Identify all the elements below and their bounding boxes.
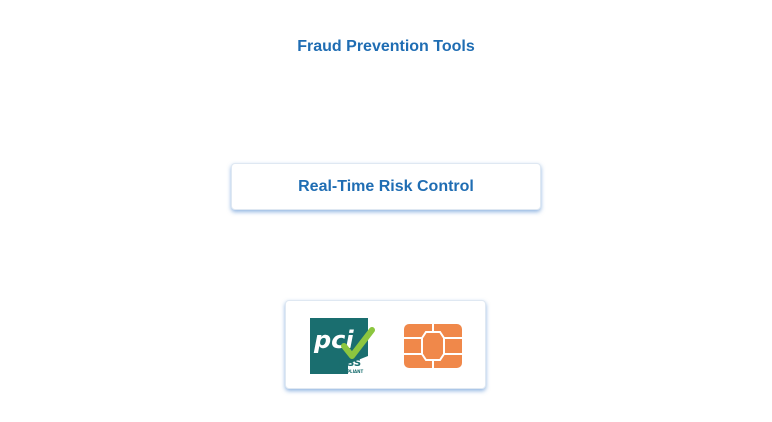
page-title: Fraud Prevention Tools <box>297 38 475 55</box>
real-time-risk-control-button[interactable]: Real-Time Risk Control <box>231 163 541 210</box>
pci-dss-compliant-logo: pci DSS COMPLIANT <box>310 318 375 374</box>
emv-chip-icon <box>404 324 462 368</box>
pci-dss-text: DSS <box>339 358 361 369</box>
pci-compliant-text: COMPLIANT <box>337 369 364 374</box>
compliance-badges-card: pci DSS COMPLIANT <box>285 300 486 389</box>
risk-control-label: Real-Time Risk Control <box>298 177 474 195</box>
